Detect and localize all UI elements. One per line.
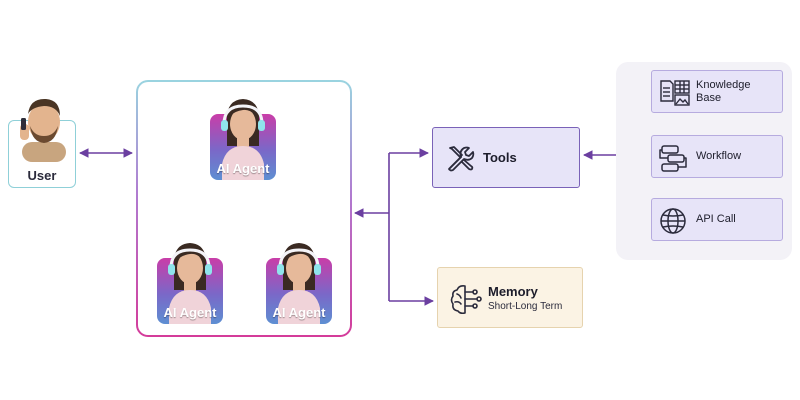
ai-agent-right[interactable]: AI Agent: [266, 238, 332, 324]
brain-circuit-icon: [450, 285, 482, 315]
agent-avatar-icon: [168, 243, 212, 324]
document-table-icon: [660, 80, 690, 106]
workflow-label: Workflow: [696, 150, 742, 162]
agent-label: AI Agent: [272, 305, 326, 320]
user-avatar: [20, 98, 66, 162]
ai-agent-top[interactable]: AI Agent: [210, 94, 276, 180]
ai-agent-left[interactable]: AI Agent: [157, 238, 223, 324]
api-call-label: API Call: [696, 213, 736, 225]
tools-icon: [448, 146, 475, 172]
knowledge-base-node[interactable]: Knowledge Base: [651, 70, 783, 113]
memory-node[interactable]: Memory Short-Long Term: [437, 267, 583, 328]
agent-label: AI Agent: [163, 305, 217, 320]
agent-avatar-icon: [277, 243, 321, 324]
user-label: User: [27, 168, 57, 183]
agent-label: AI Agent: [216, 161, 270, 176]
api-call-node[interactable]: API Call: [651, 198, 783, 241]
agent-avatar-icon: [221, 99, 265, 180]
tools-label: Tools: [483, 150, 517, 165]
workflow-icon: [659, 145, 687, 172]
memory-subtitle: Short-Long Term: [488, 301, 563, 312]
globe-icon: [660, 208, 686, 234]
knowledge-base-label-line2: Base: [696, 92, 722, 104]
knowledge-base-label-line1: Knowledge: [696, 79, 751, 91]
memory-title: Memory: [488, 284, 538, 299]
workflow-node[interactable]: Workflow: [651, 135, 783, 178]
tools-node[interactable]: Tools: [432, 127, 580, 188]
